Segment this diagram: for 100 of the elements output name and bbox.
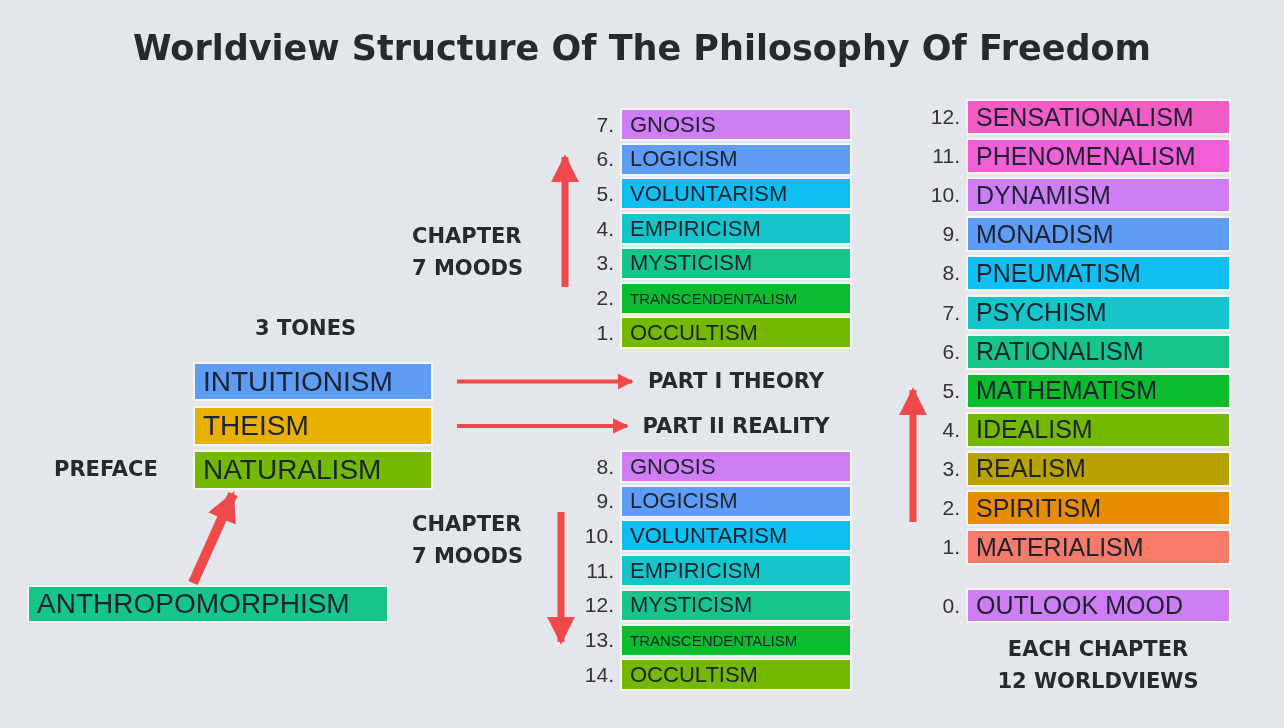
color-bar (193, 450, 433, 490)
arrow (457, 373, 634, 390)
group-label: CHAPTER 7 MOODS (412, 511, 525, 570)
list-number: 2. (595, 286, 614, 310)
list-number: 11. (931, 144, 960, 169)
list-number: 7. (595, 112, 614, 137)
list-number: 13. (583, 628, 614, 652)
color-bar (966, 177, 1231, 214)
worldview-label: LOGICISM (630, 488, 738, 515)
worldview-label: GNOSIS (630, 111, 716, 138)
color-bar (193, 362, 433, 401)
worldview-label: NATURALISM (203, 454, 382, 486)
worldview-label: REALISM (976, 454, 1086, 484)
list-number: 9. (941, 222, 960, 247)
list-number: 12. (583, 593, 614, 618)
worldview-label: MATERIALISM (976, 532, 1144, 562)
worldview-label: PNEUMATISM (976, 258, 1141, 288)
group-label: CHAPTER 7 MOODS (412, 223, 525, 282)
worldview-label: GNOSIS (630, 453, 716, 480)
color-bar (966, 333, 1231, 370)
worldview-label: TRANSCENDENTALISM (630, 631, 798, 649)
worldview-label: VOLUNTARISM (630, 180, 788, 207)
color-bar (620, 142, 852, 176)
color-bar (620, 246, 852, 280)
diagram-title: Worldview Structure Of The Philosophy Of Freedom (132, 28, 1152, 68)
worldview-label: VOLUNTARISM (630, 522, 788, 549)
worldview-label: EMPIRICISM (630, 215, 761, 242)
list-number: 7. (941, 300, 960, 325)
list-number: 2. (941, 496, 960, 520)
worldview-label: MYSTICISM (630, 250, 753, 277)
color-bar (620, 212, 852, 246)
color-bar (966, 216, 1231, 253)
worldview-label: SPIRITISM (976, 493, 1101, 523)
arrow (188, 491, 238, 586)
color-bar (966, 138, 1231, 175)
worldview-label: ANTHROPOMORPHISM (37, 588, 350, 620)
list-number: 3. (941, 456, 960, 481)
color-bar (620, 316, 852, 350)
worldview-label: INTUITIONISM (203, 365, 393, 398)
list-number: 6. (595, 147, 614, 172)
section-heading: PART I THEORY (632, 365, 840, 397)
worldview-label: OCCULTISM (630, 319, 758, 346)
list-number: 12. (929, 105, 960, 129)
list-number: 11. (585, 558, 614, 583)
color-bar (193, 406, 433, 446)
list-number: 1. (595, 320, 614, 345)
worldview-label: MONADISM (976, 219, 1114, 249)
color-bar (620, 108, 852, 141)
worldview-label: SENSATIONALISM (976, 102, 1194, 132)
color-bar (620, 554, 852, 588)
color-bar (620, 623, 852, 657)
list-number: 6. (941, 339, 960, 364)
list-number: 1. (941, 535, 960, 560)
color-bar (27, 585, 389, 623)
list-number: 10. (929, 183, 960, 208)
worldview-label: THEISM (203, 410, 309, 442)
list-number: 5. (595, 181, 614, 206)
worldview-label: PHENOMENALISM (976, 141, 1196, 171)
list-number: 8. (595, 454, 614, 479)
group-label: PREFACE (54, 456, 159, 483)
worldview-label: DYNAMISM (976, 180, 1111, 210)
color-bar (620, 177, 852, 211)
list-number: 9. (595, 489, 614, 514)
color-bar (966, 588, 1231, 623)
list-number: 3. (595, 251, 614, 276)
list-number: 4. (941, 417, 960, 442)
color-bar (966, 529, 1231, 566)
color-bar (620, 450, 852, 483)
list-number: 4. (595, 216, 614, 241)
color-bar (966, 99, 1231, 135)
color-bar (966, 411, 1231, 448)
color-bar (620, 588, 852, 622)
color-bar (620, 658, 852, 692)
color-bar (620, 484, 852, 518)
worldview-label: IDEALISM (976, 415, 1093, 445)
group-label: 3 TONES (255, 315, 358, 342)
list-number: 10. (583, 523, 614, 548)
worldview-label: LOGICISM (630, 146, 738, 173)
worldview-label: MATHEMATISM (976, 376, 1157, 406)
arrow (457, 418, 629, 434)
color-bar (966, 372, 1231, 409)
worldview-label: RATIONALISM (976, 337, 1144, 367)
color-bar (966, 450, 1231, 487)
list-number: 14. (583, 662, 614, 687)
color-bar (966, 255, 1231, 292)
worldview-label: MYSTICISM (630, 592, 753, 619)
list-number: 0. (941, 593, 960, 618)
list-number: 8. (941, 261, 960, 286)
color-bar (966, 294, 1231, 331)
group-label: EACH CHAPTER 12 WORLDVIEWS (996, 636, 1200, 695)
section-heading: PART II REALITY (627, 410, 845, 442)
list-number: 5. (941, 378, 960, 403)
color-bar (620, 281, 852, 315)
worldview-label: TRANSCENDENTALISM (630, 289, 798, 307)
worldview-label: EMPIRICISM (630, 557, 761, 584)
color-bar (966, 490, 1231, 526)
worldview-label: PSYCHISM (976, 298, 1107, 327)
worldview-label: OCCULTISM (630, 661, 758, 688)
worldview-label: OUTLOOK MOOD (976, 591, 1183, 620)
color-bar (620, 519, 852, 553)
